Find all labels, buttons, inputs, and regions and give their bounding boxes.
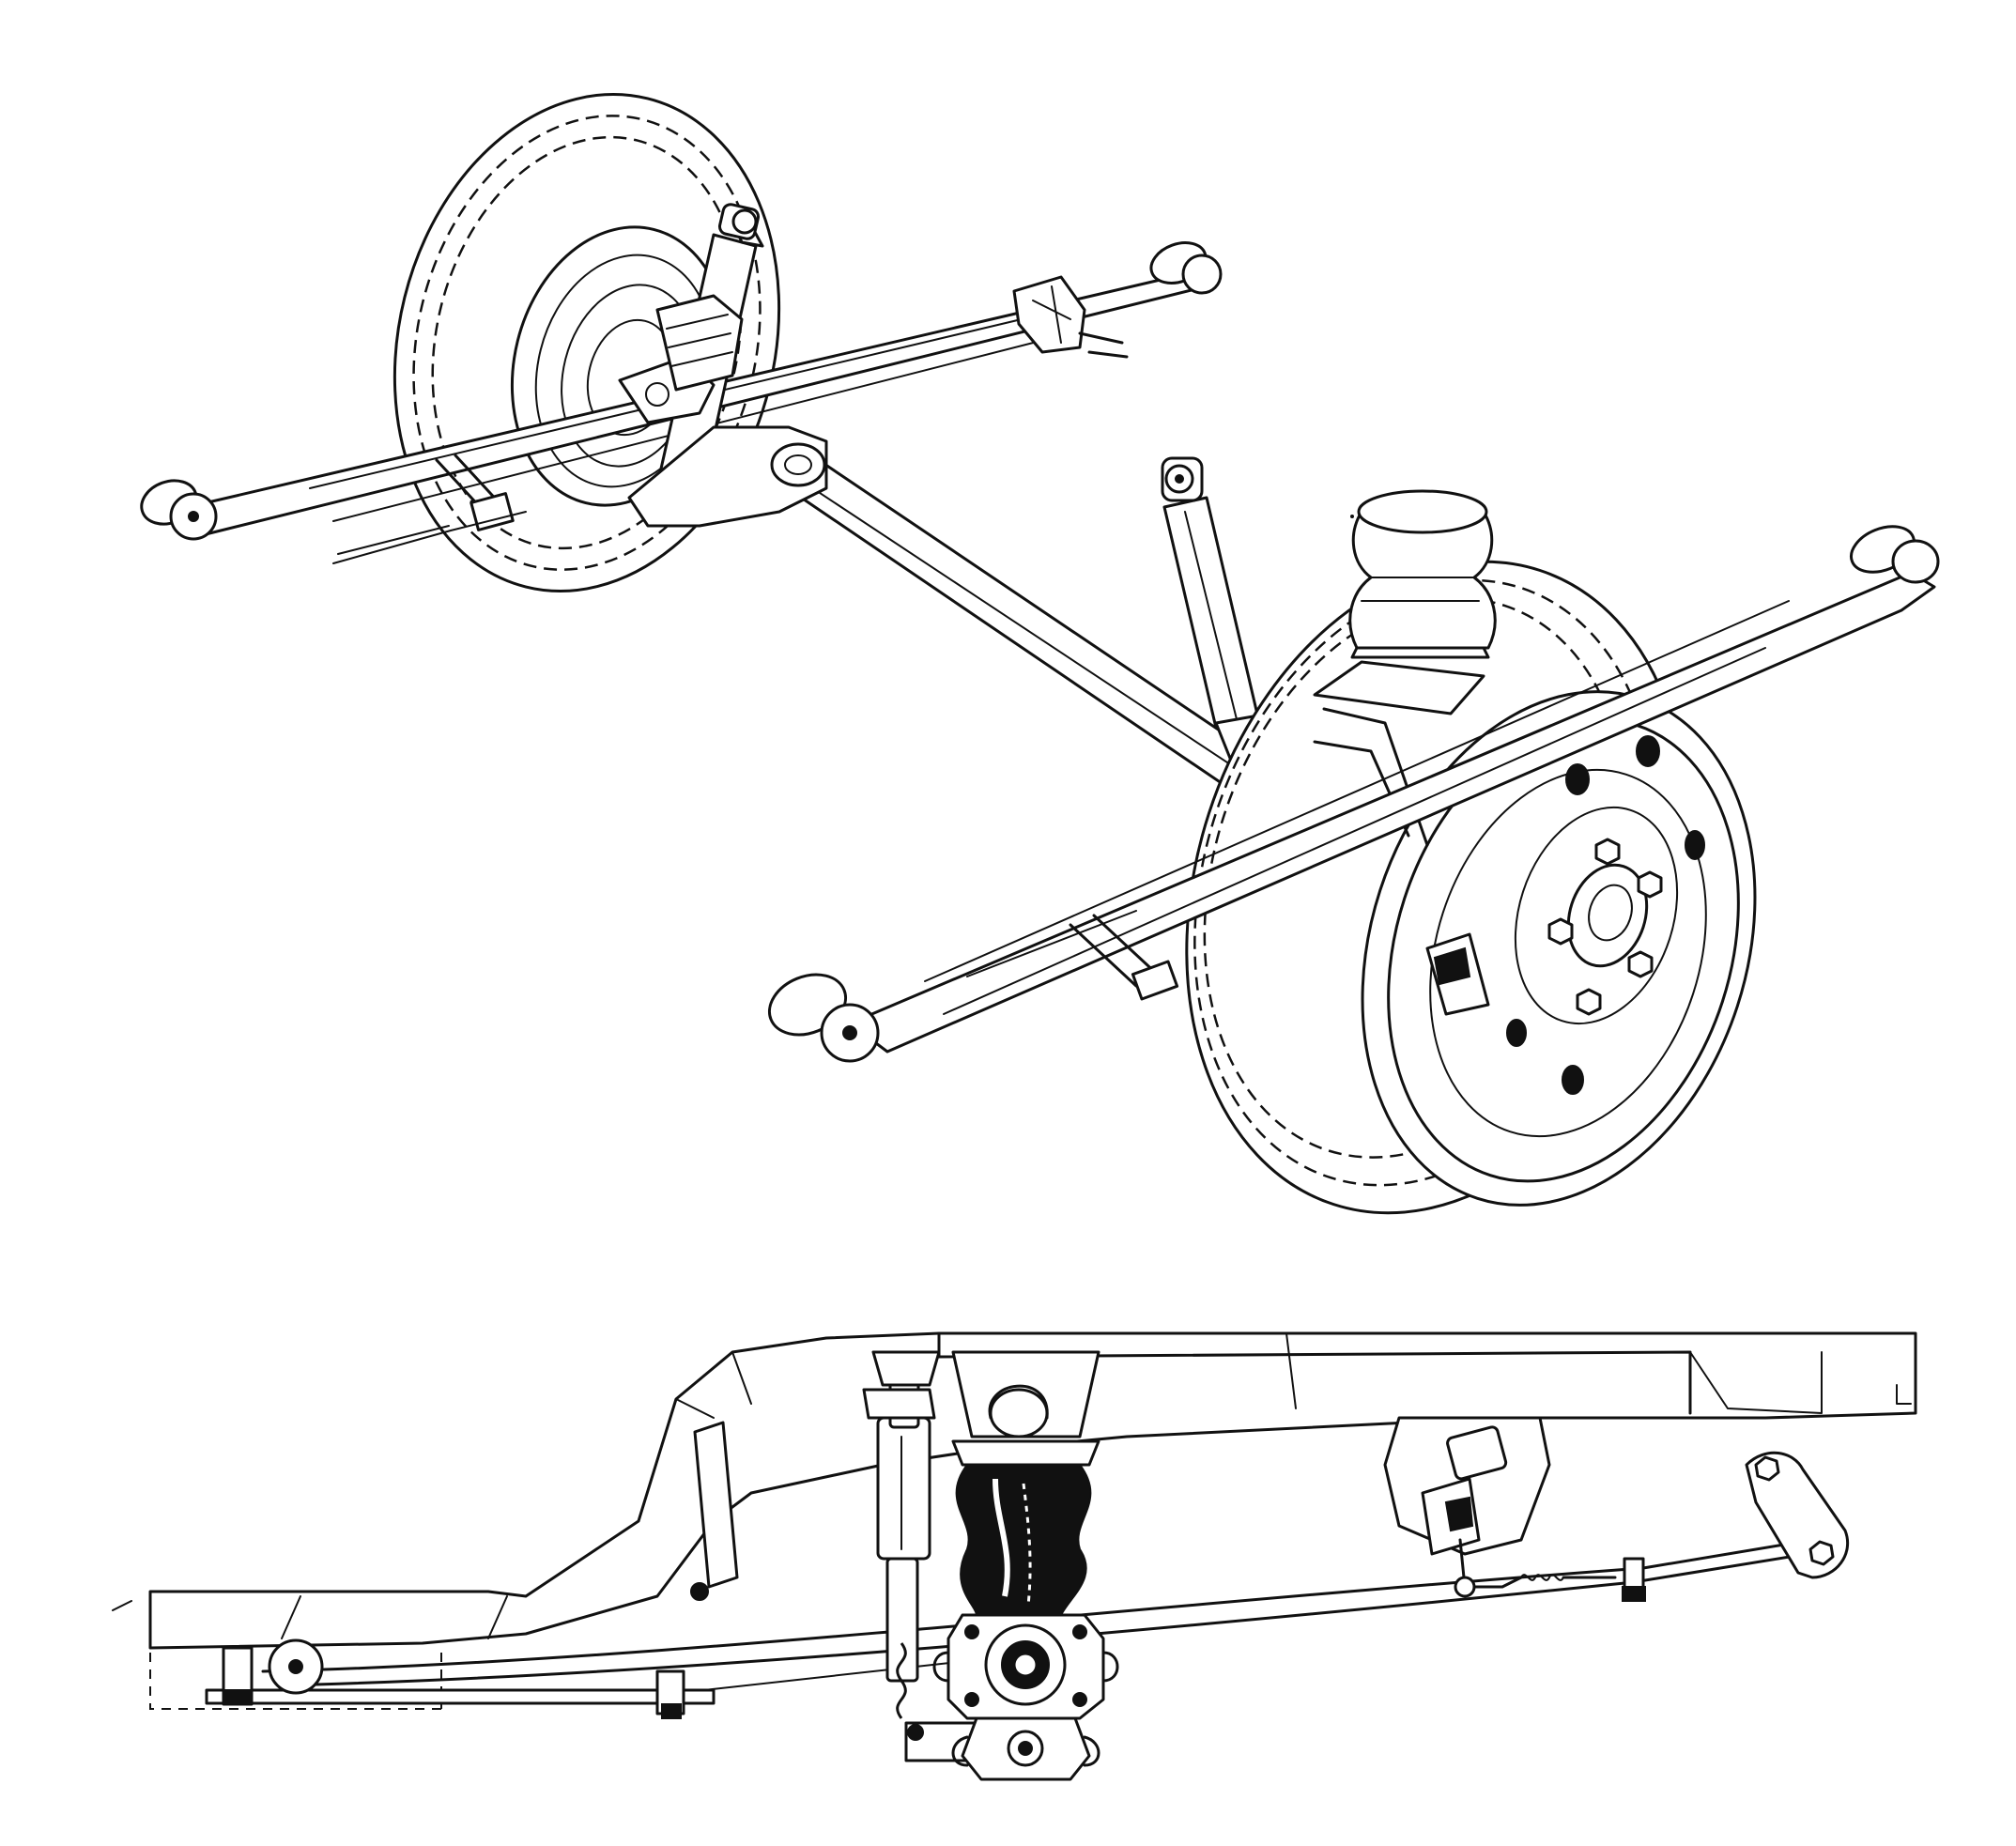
axle-hub	[932, 1613, 1119, 1781]
rear-shackle	[1745, 1451, 1850, 1579]
leveling-valve	[1383, 1416, 1617, 1598]
air-spring-side	[951, 1350, 1100, 1616]
chassis-frame	[112, 1331, 1917, 1710]
isometric-axle-view	[140, 92, 1940, 1215]
side-elevation-view	[112, 1331, 1917, 1781]
leaf-spring	[205, 1533, 1842, 1719]
right-leaf-spring	[767, 525, 1940, 1063]
ink-speck	[1350, 515, 1354, 518]
left-wheel	[392, 92, 781, 593]
air-spring	[1313, 489, 1497, 847]
